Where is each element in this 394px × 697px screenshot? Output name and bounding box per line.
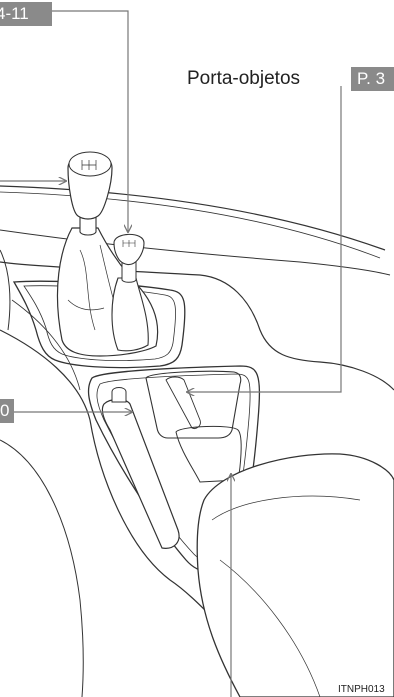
dashboard-edge-inner (0, 192, 380, 258)
porta-objetos-label: Porta-objetos (187, 66, 300, 92)
shift-knob-top (69, 152, 111, 176)
parking-brake-button (112, 388, 126, 403)
porta-objetos-leader (187, 86, 341, 392)
dashboard-edge (0, 186, 385, 250)
porta-objetos-page-tag: P. 3 (351, 67, 394, 91)
figure-code: ITNPH013 (338, 684, 394, 695)
top-reference-tag: 4-11 (0, 2, 52, 26)
armrest (197, 454, 394, 697)
parking-brake-lever (102, 400, 179, 549)
left-reference-tag: 0 (0, 399, 14, 423)
holder-slot (166, 377, 200, 429)
rear-shift-knob (114, 234, 144, 264)
seat-outline (0, 440, 83, 697)
rear-shifter-boot (112, 278, 148, 351)
dashboard-lower-curve (0, 230, 390, 275)
cup-holder (176, 426, 241, 482)
